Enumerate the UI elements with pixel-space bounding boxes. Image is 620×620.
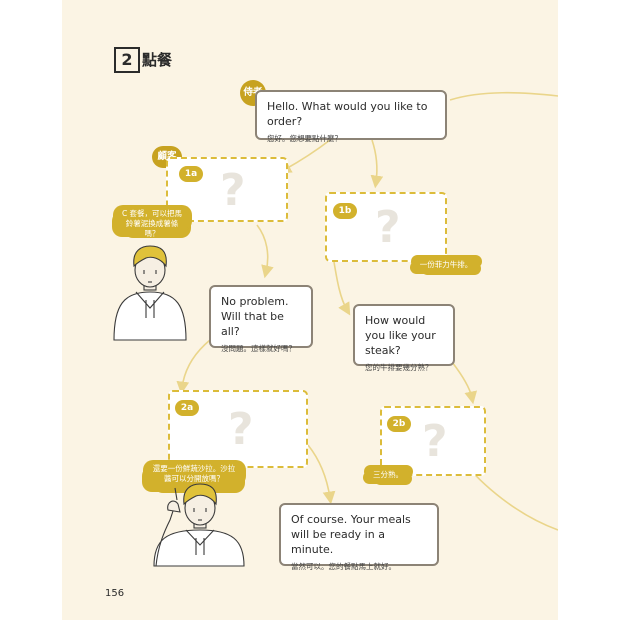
- choice-2b-placeholder: ?: [422, 416, 448, 467]
- section-number: 2: [114, 47, 140, 73]
- reply-1b-en: How would you like your steak?: [365, 314, 436, 357]
- choice-1b-placeholder: ?: [375, 202, 401, 253]
- reply-1a-box: No problem. Will that be all? 沒問題。這樣就好嗎？: [209, 285, 313, 353]
- choice-1a-hint: C 套餐，可以把馬鈴薯泥換成薯條嗎？: [116, 206, 188, 238]
- choice-1b-badge: 1b: [333, 203, 357, 219]
- final-reply-zh: 當然可以。您的餐點馬上就好。: [291, 561, 396, 571]
- reply-1b-box: How would you like your steak? 您的牛排要幾分熟？: [353, 304, 455, 372]
- arrow-reply1a-to-2a: [176, 339, 211, 395]
- waiter-line-en: Hello. What would you like to order?: [267, 100, 428, 128]
- choice-2a-hint: 還要一份鮮蔬沙拉。沙拉醬可以分開放嗎？: [146, 461, 242, 491]
- waiter-line-zh: 您好。您想要點什麼？: [267, 133, 342, 143]
- reply-1a-zh: 沒問題。這樣就好嗎？: [221, 343, 296, 353]
- reply-1a-en: No problem. Will that be all?: [221, 295, 289, 338]
- arrow-top-right: [449, 91, 558, 101]
- arrow-waiter-to-1b: [370, 139, 384, 189]
- arrow-2a-to-final: [307, 444, 336, 505]
- arrow-waiter-to-1a: [278, 139, 331, 174]
- flow-arrows: [176, 91, 558, 531]
- choice-2b-hint: 三分熟。: [367, 466, 409, 483]
- reply-1b-zh: 您的牛排要幾分熟？: [365, 362, 433, 372]
- page-number: 156: [105, 588, 125, 599]
- choice-2b-badge: 2b: [387, 416, 411, 432]
- book-page: 2 點餐 侍者 Hello. What would you like to or…: [62, 0, 558, 620]
- section-title: 點餐: [142, 51, 173, 69]
- arrow-reply1b-to-2b: [451, 361, 478, 405]
- choice-2b-box: ?: [380, 406, 486, 476]
- choice-1a-placeholder: ?: [220, 165, 246, 216]
- arrow-1a-to-reply: [256, 224, 274, 279]
- final-reply-en: Of course. Your meals will be ready in a…: [291, 513, 411, 556]
- waiter-speech-box: Hello. What would you like to order? 您好。…: [255, 90, 447, 143]
- choice-2a-badge: 2a: [175, 400, 199, 416]
- choice-1a-badge: 1a: [179, 166, 203, 182]
- choice-2a-placeholder: ?: [228, 404, 254, 455]
- choice-1b-hint: 一份菲力牛排。: [414, 256, 478, 273]
- arrow-1b-to-reply: [333, 261, 351, 316]
- final-reply-box: Of course. Your meals will be ready in a…: [279, 503, 439, 571]
